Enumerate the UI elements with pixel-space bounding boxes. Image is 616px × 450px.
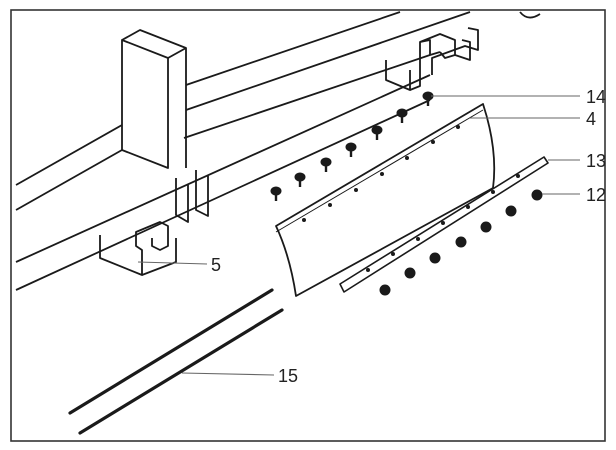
screw	[320, 157, 332, 172]
callout-14: 14	[586, 87, 606, 107]
screw	[396, 108, 408, 123]
rail-frame	[15, 11, 541, 291]
nut	[505, 205, 517, 217]
screw-row-upper	[270, 91, 434, 201]
drawing-border	[10, 9, 606, 442]
callout-13: 13	[586, 151, 606, 171]
nut	[429, 252, 441, 264]
curved-plate	[275, 103, 496, 297]
callout-4: 4	[586, 109, 596, 129]
nut	[404, 267, 416, 279]
screw	[294, 172, 306, 187]
nut	[379, 284, 391, 296]
callout-15: 15	[278, 366, 298, 386]
nut-row-lower	[379, 189, 543, 296]
nut	[480, 221, 492, 233]
screw	[345, 142, 357, 157]
nut	[531, 189, 543, 201]
callout-5: 5	[211, 255, 221, 275]
leader-lines	[137, 95, 580, 376]
nut	[455, 236, 467, 248]
screw	[422, 91, 434, 106]
callout-12: 12	[586, 185, 606, 205]
screw	[270, 186, 282, 201]
mounting-strip	[339, 156, 549, 293]
rod	[68, 288, 284, 435]
screw	[371, 125, 383, 140]
